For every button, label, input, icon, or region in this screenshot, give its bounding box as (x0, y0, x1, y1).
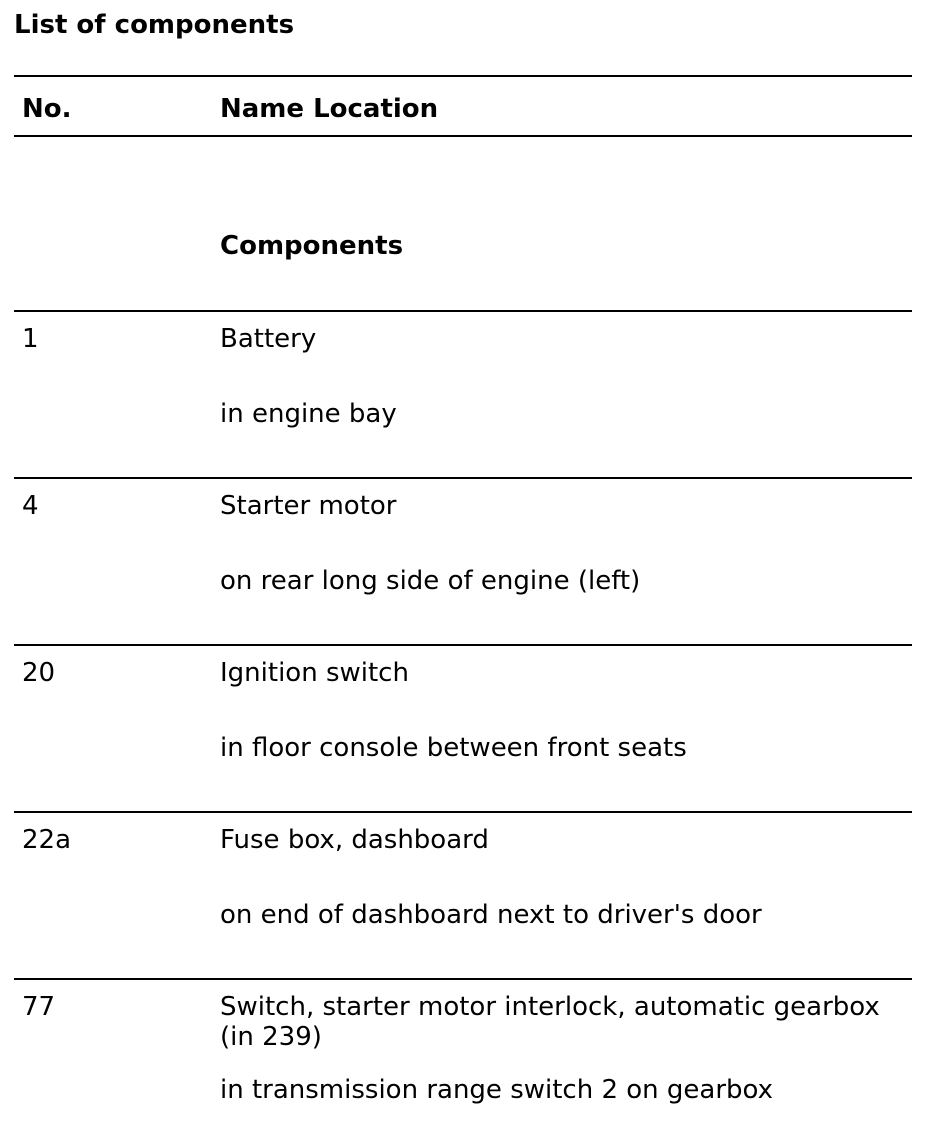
row-divider (14, 310, 912, 312)
component-location: on rear long side of engine (left) (220, 566, 641, 596)
component-location: in transmission range switch 2 on gearbo… (220, 1075, 774, 1105)
component-number: 20 (22, 658, 56, 688)
component-number: 22a (22, 825, 72, 855)
header-rule (14, 135, 912, 137)
component-name: Ignition switch (220, 658, 409, 688)
row-divider (14, 644, 912, 646)
table-top-rule (14, 75, 912, 77)
row-divider (14, 477, 912, 479)
component-number: 1 (22, 324, 39, 354)
section-heading: Components (220, 231, 404, 261)
component-name: Battery (220, 324, 317, 354)
component-name: Fuse box, dashboard (220, 825, 489, 855)
row-divider (14, 811, 912, 813)
row-divider (14, 978, 912, 980)
component-location: in engine bay (220, 399, 397, 429)
component-name: Switch, starter motor interlock, automat… (220, 992, 880, 1052)
component-number: 77 (22, 992, 56, 1022)
component-number: 4 (22, 491, 39, 521)
page-title: List of components (14, 10, 295, 40)
component-location: on end of dashboard next to driver's doo… (220, 900, 762, 930)
component-name: Starter motor (220, 491, 397, 521)
component-location: in floor console between front seats (220, 733, 687, 763)
column-header-name-location: Name Location (220, 94, 439, 124)
column-header-no: No. (22, 94, 72, 124)
